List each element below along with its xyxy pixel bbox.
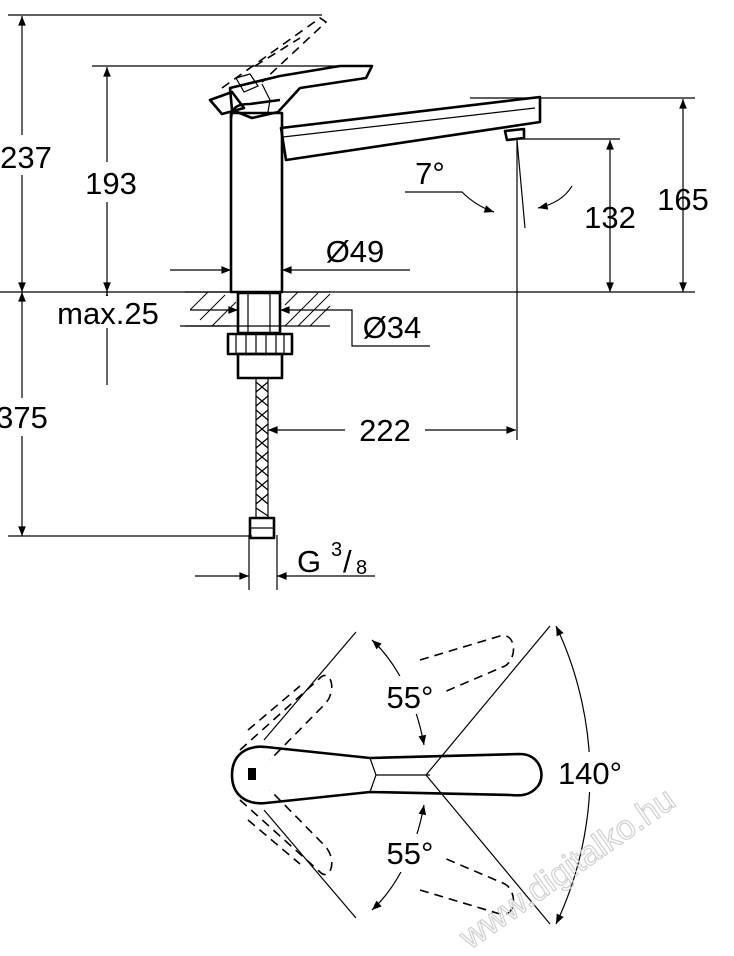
dim-hose-length: 375 xyxy=(0,400,48,435)
braided-hose xyxy=(248,377,276,540)
dim-spout-outlet: 132 xyxy=(584,200,636,235)
dim-thread-slash: / xyxy=(343,544,352,579)
dim-height-lever: 193 xyxy=(85,166,137,201)
dim-height-total: 237 xyxy=(0,140,52,175)
dim-angle-down: 55° xyxy=(387,836,434,871)
dim-reach: 222 xyxy=(359,413,411,448)
lever-top-view xyxy=(230,745,543,805)
countertop-section xyxy=(185,291,331,327)
faucet-body xyxy=(229,98,284,294)
dim-angle-total: 140° xyxy=(558,756,622,791)
dim-angle-up: 55° xyxy=(387,680,434,715)
dim-thread-num: 3 xyxy=(331,539,342,561)
dim-spout-height: 165 xyxy=(657,182,709,217)
dim-body-diameter: Ø49 xyxy=(326,234,385,269)
watermark: www.digitalko.hu xyxy=(452,780,682,956)
dim-thread-main: G xyxy=(297,544,321,579)
dim-thread-den: 8 xyxy=(356,557,367,579)
dim-outlet-angle: 7° xyxy=(415,156,445,191)
spout xyxy=(279,95,542,229)
lever-handle xyxy=(208,17,374,120)
mounting-shank xyxy=(226,291,294,380)
dim-shank-diameter: Ø34 xyxy=(363,310,422,345)
top-view: 55° 55° 140° xyxy=(230,625,635,925)
dim-max-thickness: max.25 xyxy=(57,296,159,331)
side-view: 237 193 132 165 7° Ø49 max.25 Ø34 xyxy=(0,14,709,590)
